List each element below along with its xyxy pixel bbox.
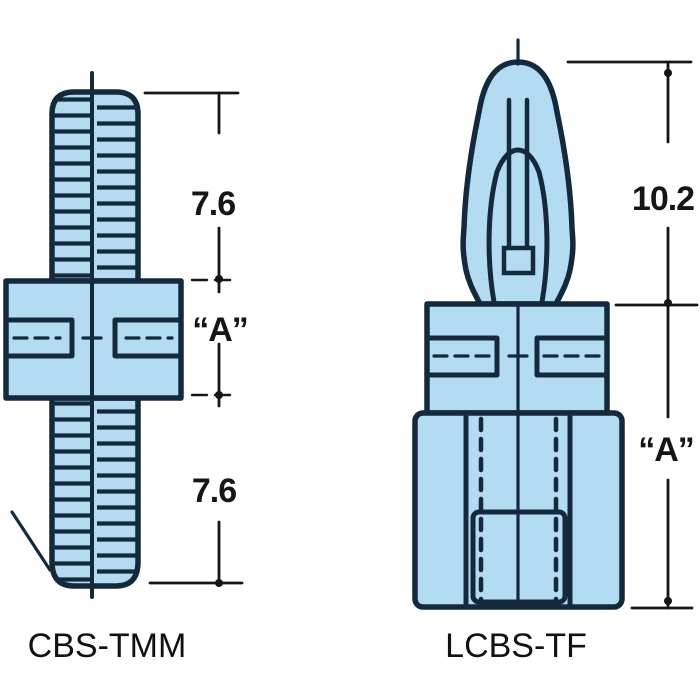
snap-lock-split-slot bbox=[506, 97, 530, 251]
upper-body-slot-right bbox=[534, 335, 610, 378]
thread-texture-top bbox=[52, 92, 138, 281]
lower-body-channel-lines bbox=[463, 413, 573, 607]
snap-lock-inner-barb bbox=[486, 147, 550, 305]
snap-lock-tip bbox=[460, 59, 576, 307]
dimension-label-bottom: 7.6 bbox=[192, 472, 236, 510]
dimension-label-body: “A” bbox=[638, 431, 694, 469]
leader-line bbox=[10, 510, 52, 572]
dimension-arrow-dot bbox=[664, 69, 672, 77]
part-cbs-tmm-drawing bbox=[3, 71, 184, 599]
dimension-arrow-dot bbox=[664, 597, 672, 605]
snap-lock-slot-foot bbox=[501, 245, 536, 276]
part-name-lcbs-tf: LCBS-TF bbox=[445, 627, 587, 665]
dimension-label-mid: “A” bbox=[192, 311, 248, 349]
upper-body-slot-left bbox=[424, 335, 500, 378]
body-slot-left bbox=[3, 317, 75, 359]
dimensions-cbs-tmm: 7.6 “A” 7.6 bbox=[143, 91, 249, 587]
part-lcbs-tf-drawing bbox=[412, 38, 625, 610]
part-name-cbs-tmm: CBS-TMM bbox=[28, 627, 187, 665]
body-slot-right bbox=[112, 317, 184, 359]
thread-texture-bottom bbox=[52, 398, 138, 586]
dimension-label-tip: 10.2 bbox=[632, 180, 694, 218]
dimension-label-top: 7.6 bbox=[191, 185, 235, 223]
dimensions-lcbs-tf: 10.2 “A” bbox=[566, 60, 699, 610]
